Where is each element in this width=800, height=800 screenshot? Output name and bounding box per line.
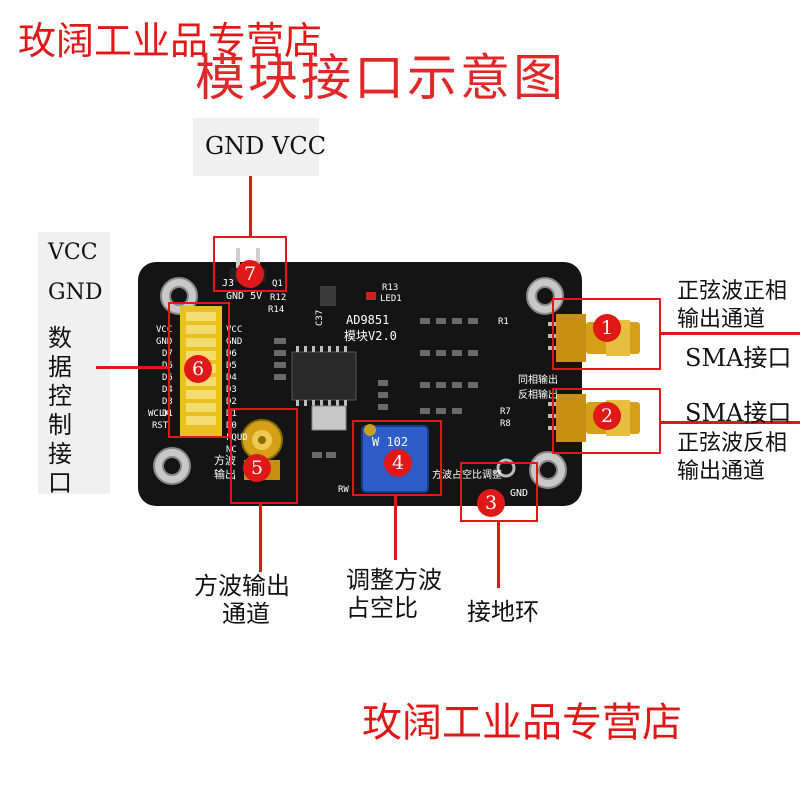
silk-duty-adjust: 方波占空比调整 (432, 468, 502, 481)
callout-box-1 (552, 298, 661, 370)
capacitor-c37 (320, 286, 336, 306)
silk-led1: LED1 (380, 294, 402, 304)
power-header-label: GND VCC (205, 132, 327, 160)
svg-text:WCLK: WCLK (148, 409, 170, 419)
svg-text:VCC: VCC (226, 325, 242, 335)
svg-text:D3: D3 (162, 397, 173, 407)
marker-2: 2 (593, 402, 621, 430)
silk-j3: J3 (222, 278, 234, 289)
leader-line-5 (259, 504, 262, 572)
marker-6: 6 (184, 355, 212, 383)
square-output-label-2: 通道 (222, 600, 270, 628)
silk-r14: R14 (268, 305, 284, 315)
callout-box-4 (352, 420, 442, 496)
silk-model: AD9851 (346, 313, 389, 327)
callout-box-7 (213, 236, 287, 292)
leader-line-3 (497, 522, 500, 588)
ground-ring (496, 458, 516, 478)
svg-text:GND: GND (156, 337, 172, 347)
silk-same-phase: 同相输出 (518, 373, 558, 386)
sine-pos-sub: 输出通道 (677, 307, 766, 332)
callout-box-5 (230, 408, 298, 504)
watermark-top: 玫阔工业品专营店 (18, 19, 323, 63)
svg-text:VCC: VCC (156, 325, 172, 335)
leader-line-2 (661, 421, 800, 424)
silk-r8: R8 (500, 419, 511, 429)
marker-5: 5 (243, 454, 271, 482)
leader-line-7 (249, 176, 252, 236)
svg-text:D4: D4 (226, 373, 237, 383)
svg-text:RST: RST (152, 421, 169, 431)
silk-pot: W 102 (372, 435, 408, 449)
silk-q1: Q1 (272, 279, 283, 289)
mounting-holes (153, 277, 567, 489)
leader-line-4 (394, 496, 397, 560)
svg-text:FQUD: FQUD (226, 433, 248, 443)
svg-text:GND: GND (226, 337, 242, 347)
svg-text:D5: D5 (162, 373, 173, 383)
ground-ring-label: 接地环 (467, 598, 539, 626)
silk-rw: RW (338, 485, 349, 495)
svg-text:D4: D4 (162, 385, 173, 395)
sma-2-label: SMA接口 (685, 399, 792, 427)
marker-3: 3 (477, 489, 505, 517)
data-port-label-box: VCC GND 数据控制接口 (38, 232, 110, 497)
marker-1: 1 (593, 314, 621, 342)
silk-r1: R1 (498, 317, 509, 327)
silk-inverse-phase: 反相输出 (518, 388, 558, 401)
svg-text:D5: D5 (226, 361, 237, 371)
square-output-label-1: 方波输出 (194, 572, 290, 600)
callout-box-6 (168, 302, 230, 438)
marker-4: 4 (384, 449, 412, 477)
ad9851-chip (291, 346, 357, 406)
left-gnd-label: GND (48, 280, 103, 305)
callout-box-3 (460, 462, 538, 522)
smd-components (274, 318, 478, 458)
svg-text:D2: D2 (226, 397, 237, 407)
left-vcc-label: VCC (48, 240, 98, 265)
leader-line-6 (96, 366, 168, 369)
watermark-bottom: 玫阔工业品专营店 (362, 700, 682, 746)
silk-gnd-5v: GND 5V (226, 291, 262, 302)
sine-neg-sub: 输出通道 (677, 459, 766, 484)
sma-1-label: SMA接口 (685, 344, 792, 372)
silk-r7: R7 (500, 407, 511, 417)
svg-text:D1: D1 (162, 409, 173, 419)
diagram-title: 模块接口示意图 (195, 49, 566, 107)
duty-adjust-label-1: 调整方波 (346, 566, 442, 594)
led-indicator (366, 292, 376, 300)
svg-text:D6: D6 (226, 349, 237, 359)
marker-7: 7 (236, 260, 264, 288)
power-header-label-box (193, 118, 319, 176)
silk-r13: R13 (382, 283, 398, 293)
leader-line-1 (661, 332, 800, 335)
silk-c37: C37 (315, 310, 325, 326)
data-port-label: 数据控制接口 (48, 324, 72, 497)
svg-text:D3: D3 (226, 385, 237, 395)
silk-gnd: GND (510, 488, 528, 499)
duty-adjust-label-2: 占空比 (346, 594, 418, 622)
sine-pos-title: 正弦波正相 (677, 279, 788, 304)
svg-text:D7: D7 (162, 349, 173, 359)
sine-neg-title: 正弦波反相 (677, 431, 788, 456)
silk-r12: R12 (270, 293, 286, 303)
callout-box-2 (552, 388, 661, 454)
crystal-oscillator (311, 405, 347, 431)
silk-module: 模块V2.0 (344, 329, 397, 343)
